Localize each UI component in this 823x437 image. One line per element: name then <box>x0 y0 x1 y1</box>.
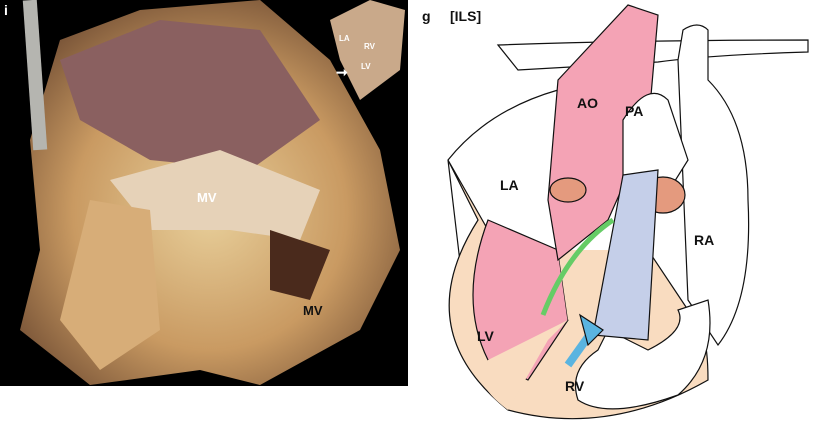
arrow-icon: ➞ <box>336 64 348 80</box>
heart-specimen-photo: i MV MV LA RV LV ➞ <box>0 0 408 386</box>
label-mv-upper: MV <box>197 190 217 205</box>
label-ra: RA <box>694 232 715 248</box>
panel-letter: g <box>422 8 431 24</box>
label-rv: RV <box>565 378 585 394</box>
diagram-title: [ILS] <box>450 8 482 24</box>
inset-label-rv: RV <box>364 42 375 51</box>
label-mv-lower: MV <box>303 303 323 318</box>
inset-label-la: LA <box>339 34 350 43</box>
heart-schematic <box>447 4 809 420</box>
label-ao: AO <box>577 95 598 111</box>
label-pa: PA <box>625 103 644 119</box>
ils-diagram: g [ILS] AO PA LA RA LV RV <box>408 0 823 437</box>
label-lv: LV <box>477 328 494 344</box>
label-la: LA <box>500 177 519 193</box>
specimen-illustration <box>20 0 405 385</box>
panel-letter: i <box>4 2 8 18</box>
inset-label-lv: LV <box>361 62 371 71</box>
